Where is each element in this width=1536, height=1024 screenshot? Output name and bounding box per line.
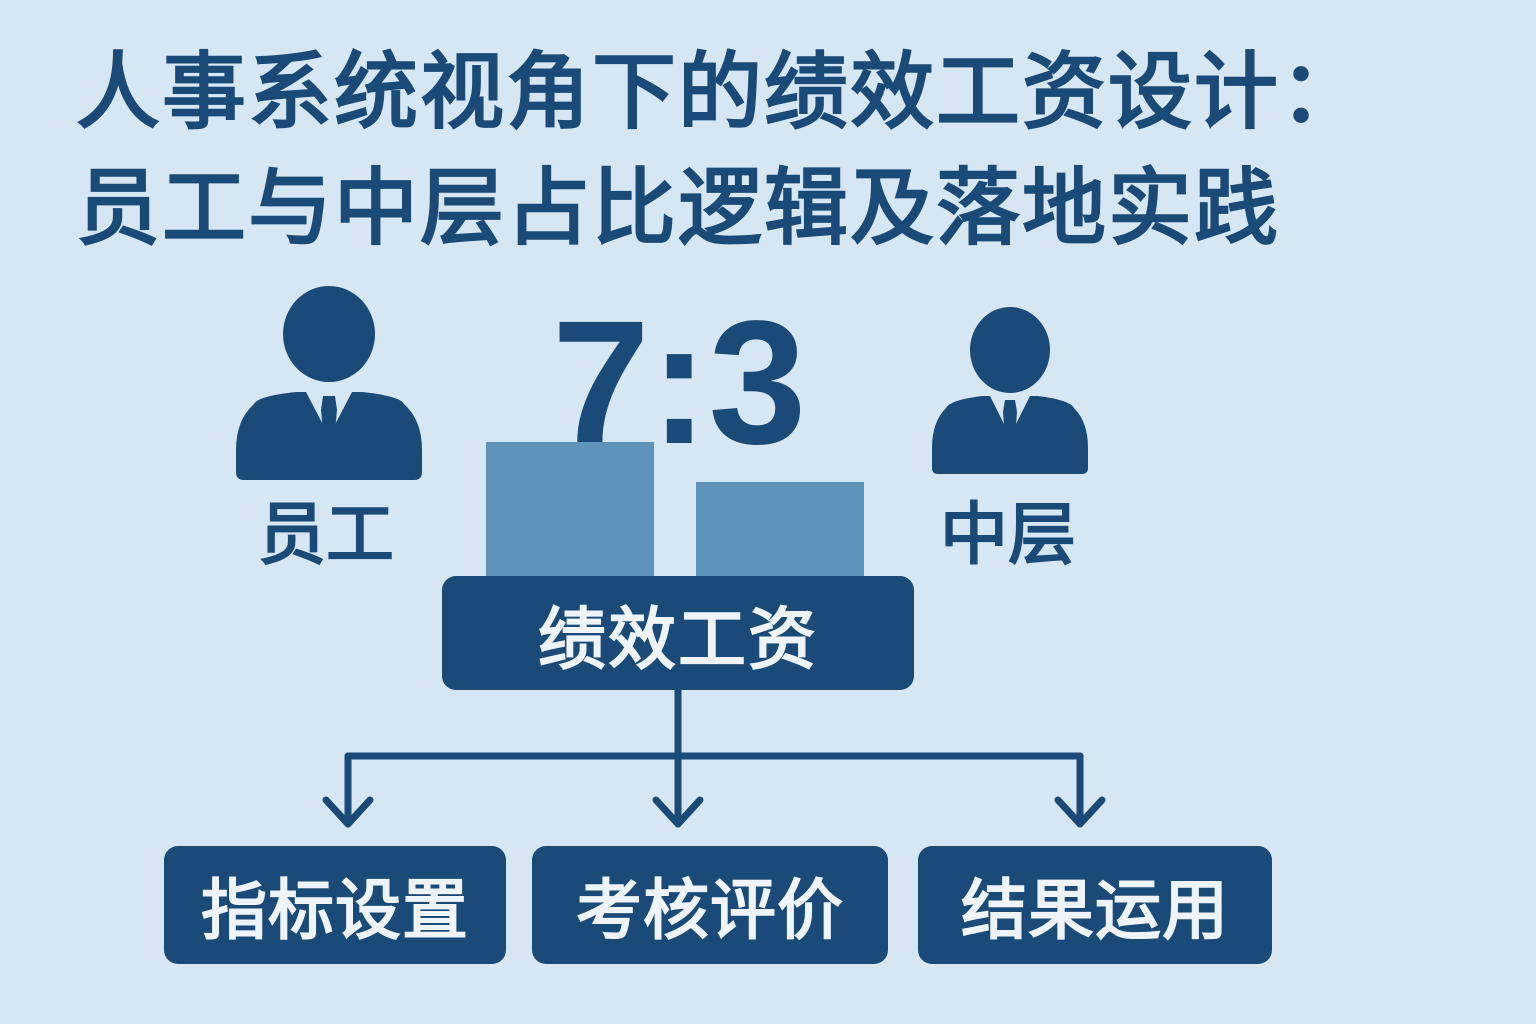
arrow-head-3 [1054, 796, 1106, 828]
result-application-box: 结果运用 [918, 846, 1272, 964]
manager-label: 中层 [940, 496, 1077, 575]
employee-label: 员工 [258, 496, 395, 575]
assessment-evaluation-label: 考核评价 [576, 872, 844, 949]
result-application-label: 结果运用 [961, 872, 1229, 949]
arrow-head-2 [652, 796, 704, 828]
performance-pay-box: 绩效工资 [442, 576, 914, 690]
manager-person-icon [932, 307, 1088, 474]
title-line-1: 人事系统视角下的绩效工资设计： [76, 43, 1367, 141]
performance-pay-label: 绩效工资 [537, 600, 818, 680]
indicator-setting-box: 指标设置 [164, 846, 506, 964]
assessment-evaluation-box: 考核评价 [532, 846, 888, 964]
indicator-setting-label: 指标设置 [201, 872, 469, 949]
employee-share-bar [486, 442, 654, 578]
employee-person-icon [236, 286, 422, 480]
arrow-head-1 [322, 796, 374, 828]
title-line-2: 员工与中层占比逻辑及落地实践 [76, 159, 1281, 257]
manager-share-bar [696, 482, 864, 578]
